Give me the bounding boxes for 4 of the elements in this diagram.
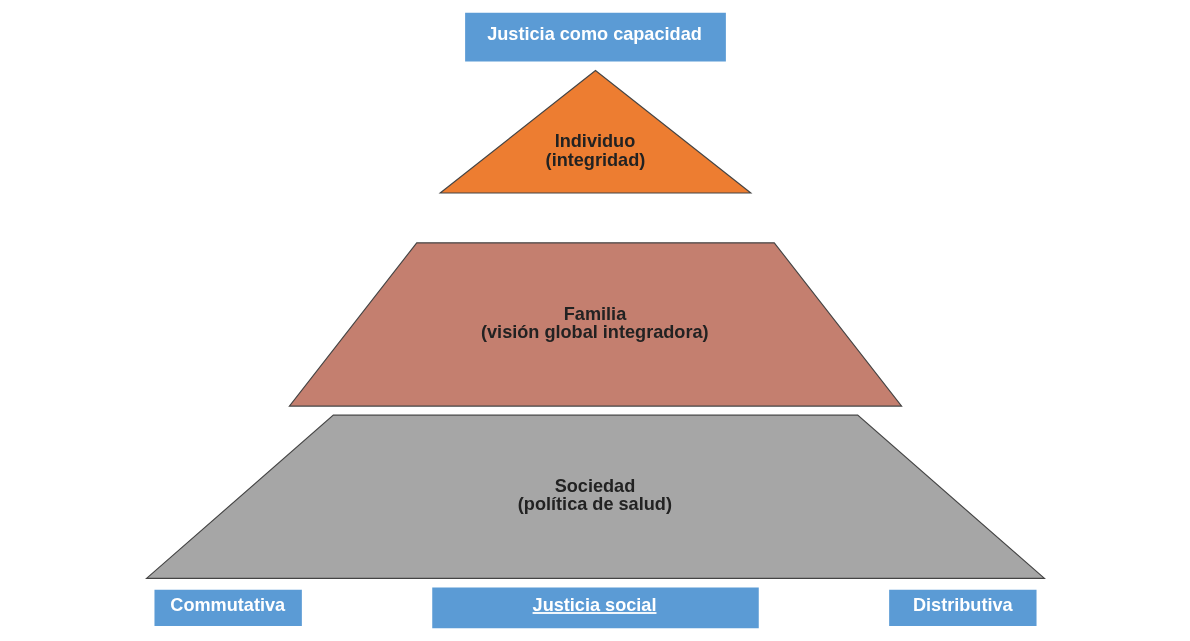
node-box: Commutativa: [153, 589, 302, 627]
node-box: Distributiva: [888, 589, 1037, 627]
node-box: Justicia como capacidad: [464, 12, 726, 62]
node-box: Justicia social: [431, 587, 759, 629]
